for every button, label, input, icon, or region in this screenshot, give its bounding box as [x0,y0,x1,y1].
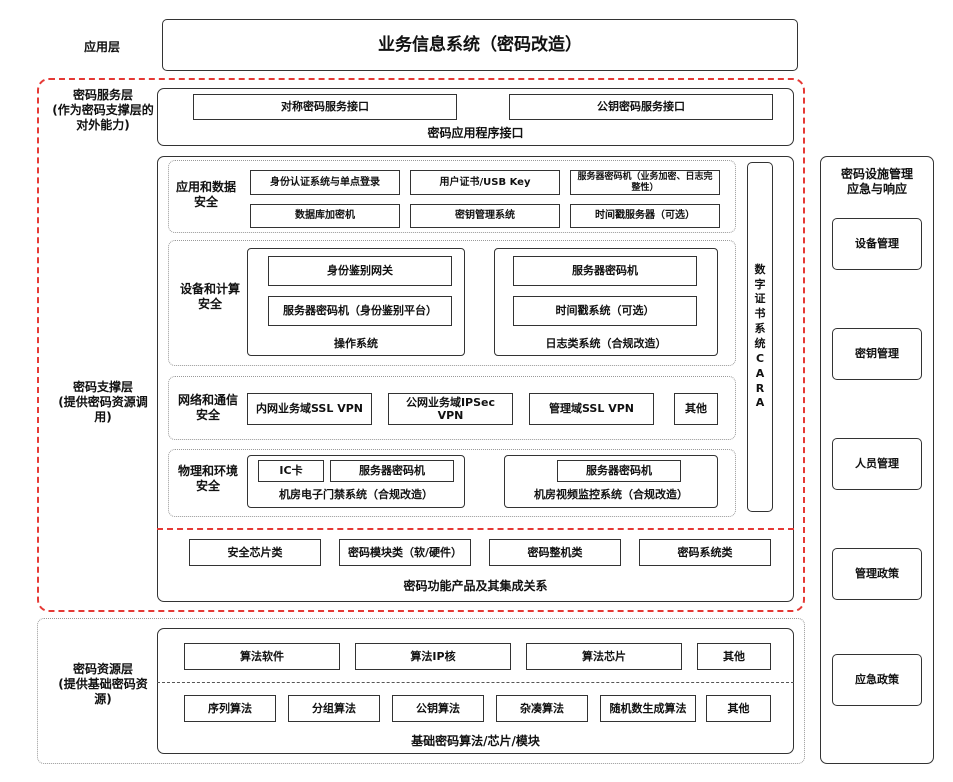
mgmt-ssl-vpn: 管理域SSL VPN [529,393,654,425]
log-system-caption: 日志类系统（合规改造） [545,337,667,350]
digital-cert-system: 数字证书系统CA RA [747,162,773,512]
support-divider [157,528,794,530]
identity-gateway: 身份鉴别网关 [268,256,452,286]
algo-ip-core: 算法IP核 [355,643,511,670]
physical-section [168,449,736,517]
server-crypto-video: 服务器密码机 [557,460,681,482]
algo-other-1: 其他 [697,643,771,670]
physical-right-frame [504,455,718,508]
mgmt-title: 密码设施管理 应急与响应 [840,167,913,196]
mgmt-column-frame [820,156,934,764]
server-crypto-identity: 服务器密码机（身份鉴别平台） [268,296,452,326]
resource-layer-frame [157,628,794,754]
physical-title: 物理和环境安全 [177,464,238,493]
resource-layer-label: 密码资源层 (提供基础密码资源) [58,662,148,706]
mgmt-device: 设备管理 [832,218,922,270]
algo-software: 算法软件 [184,643,340,670]
crypto-api-label: 密码应用程序接口 [427,126,524,140]
resource-divider [157,682,794,683]
app-item-1: 身份认证系统与单点登录 [250,170,400,195]
intranet-ssl-vpn: 内网业务域SSL VPN [247,393,372,425]
symmetric-interface: 对称密码服务接口 [193,94,457,120]
algo-chip: 算法芯片 [526,643,682,670]
public-ipsec-vpn: 公网业务域IPSec VPN [388,393,513,425]
service-layer-label: 密码服务层 (作为密码支撑层的对外能力) [52,88,154,132]
network-title: 网络和通信安全 [177,393,238,422]
server-crypto-machine: 服务器密码机 [513,256,697,286]
network-other: 其他 [674,393,718,425]
algo-other-2: 其他 [706,695,771,722]
video-system-caption: 机房视频监控系统（合规改造） [534,488,688,501]
mgmt-key: 密钥管理 [832,328,922,380]
physical-left-frame [247,455,465,508]
server-crypto-door: 服务器密码机 [330,460,454,482]
device-section [168,240,736,366]
algo-stream: 序列算法 [184,695,276,722]
app-item-5: 密钥管理系统 [410,204,560,228]
os-caption: 操作系统 [334,337,378,350]
app-item-2: 用户证书/USB Key [410,170,560,195]
resource-caption: 基础密码算法/芯片/模块 [411,734,540,748]
app-item-3: 服务器密码机（业务加密、日志完整性） [570,170,720,195]
device-title: 设备和计算安全 [179,282,240,311]
algo-random: 随机数生成算法 [600,695,696,722]
resource-outer-frame [37,618,805,764]
product-machine: 密码整机类 [489,539,621,566]
device-left-frame [247,248,465,356]
algo-hash: 杂凑算法 [496,695,588,722]
door-system-caption: 机房电子门禁系统（合规改造） [279,488,433,501]
ic-card: IC卡 [258,460,324,482]
app-item-6: 时间戳服务器（可选） [570,204,720,228]
app-data-section [168,160,736,233]
service-layer-frame [157,88,794,146]
algo-block: 分组算法 [288,695,380,722]
product-module: 密码模块类（软/硬件） [339,539,471,566]
app-layer-label: 应用层 [83,40,120,54]
mgmt-policy: 管理政策 [832,548,922,600]
timestamp-system: 时间戳系统（可选） [513,296,697,326]
app-item-4: 数据库加密机 [250,204,400,228]
network-section [168,376,736,440]
algo-public-key: 公钥算法 [392,695,484,722]
app-data-title: 应用和数据安全 [175,180,236,209]
support-layer-label: 密码支撑层 (提供密码资源调用) [58,380,148,424]
asymmetric-interface: 公钥密码服务接口 [509,94,773,120]
products-caption: 密码功能产品及其集成关系 [403,579,548,593]
product-chip: 安全芯片类 [189,539,321,566]
product-system: 密码系统类 [639,539,771,566]
mgmt-emergency: 应急政策 [832,654,922,706]
mgmt-personnel: 人员管理 [832,438,922,490]
app-layer-title: 业务信息系统（密码改造） [162,19,798,71]
service-support-frame [37,78,805,612]
support-layer-frame [157,156,794,602]
device-right-frame [494,248,718,356]
